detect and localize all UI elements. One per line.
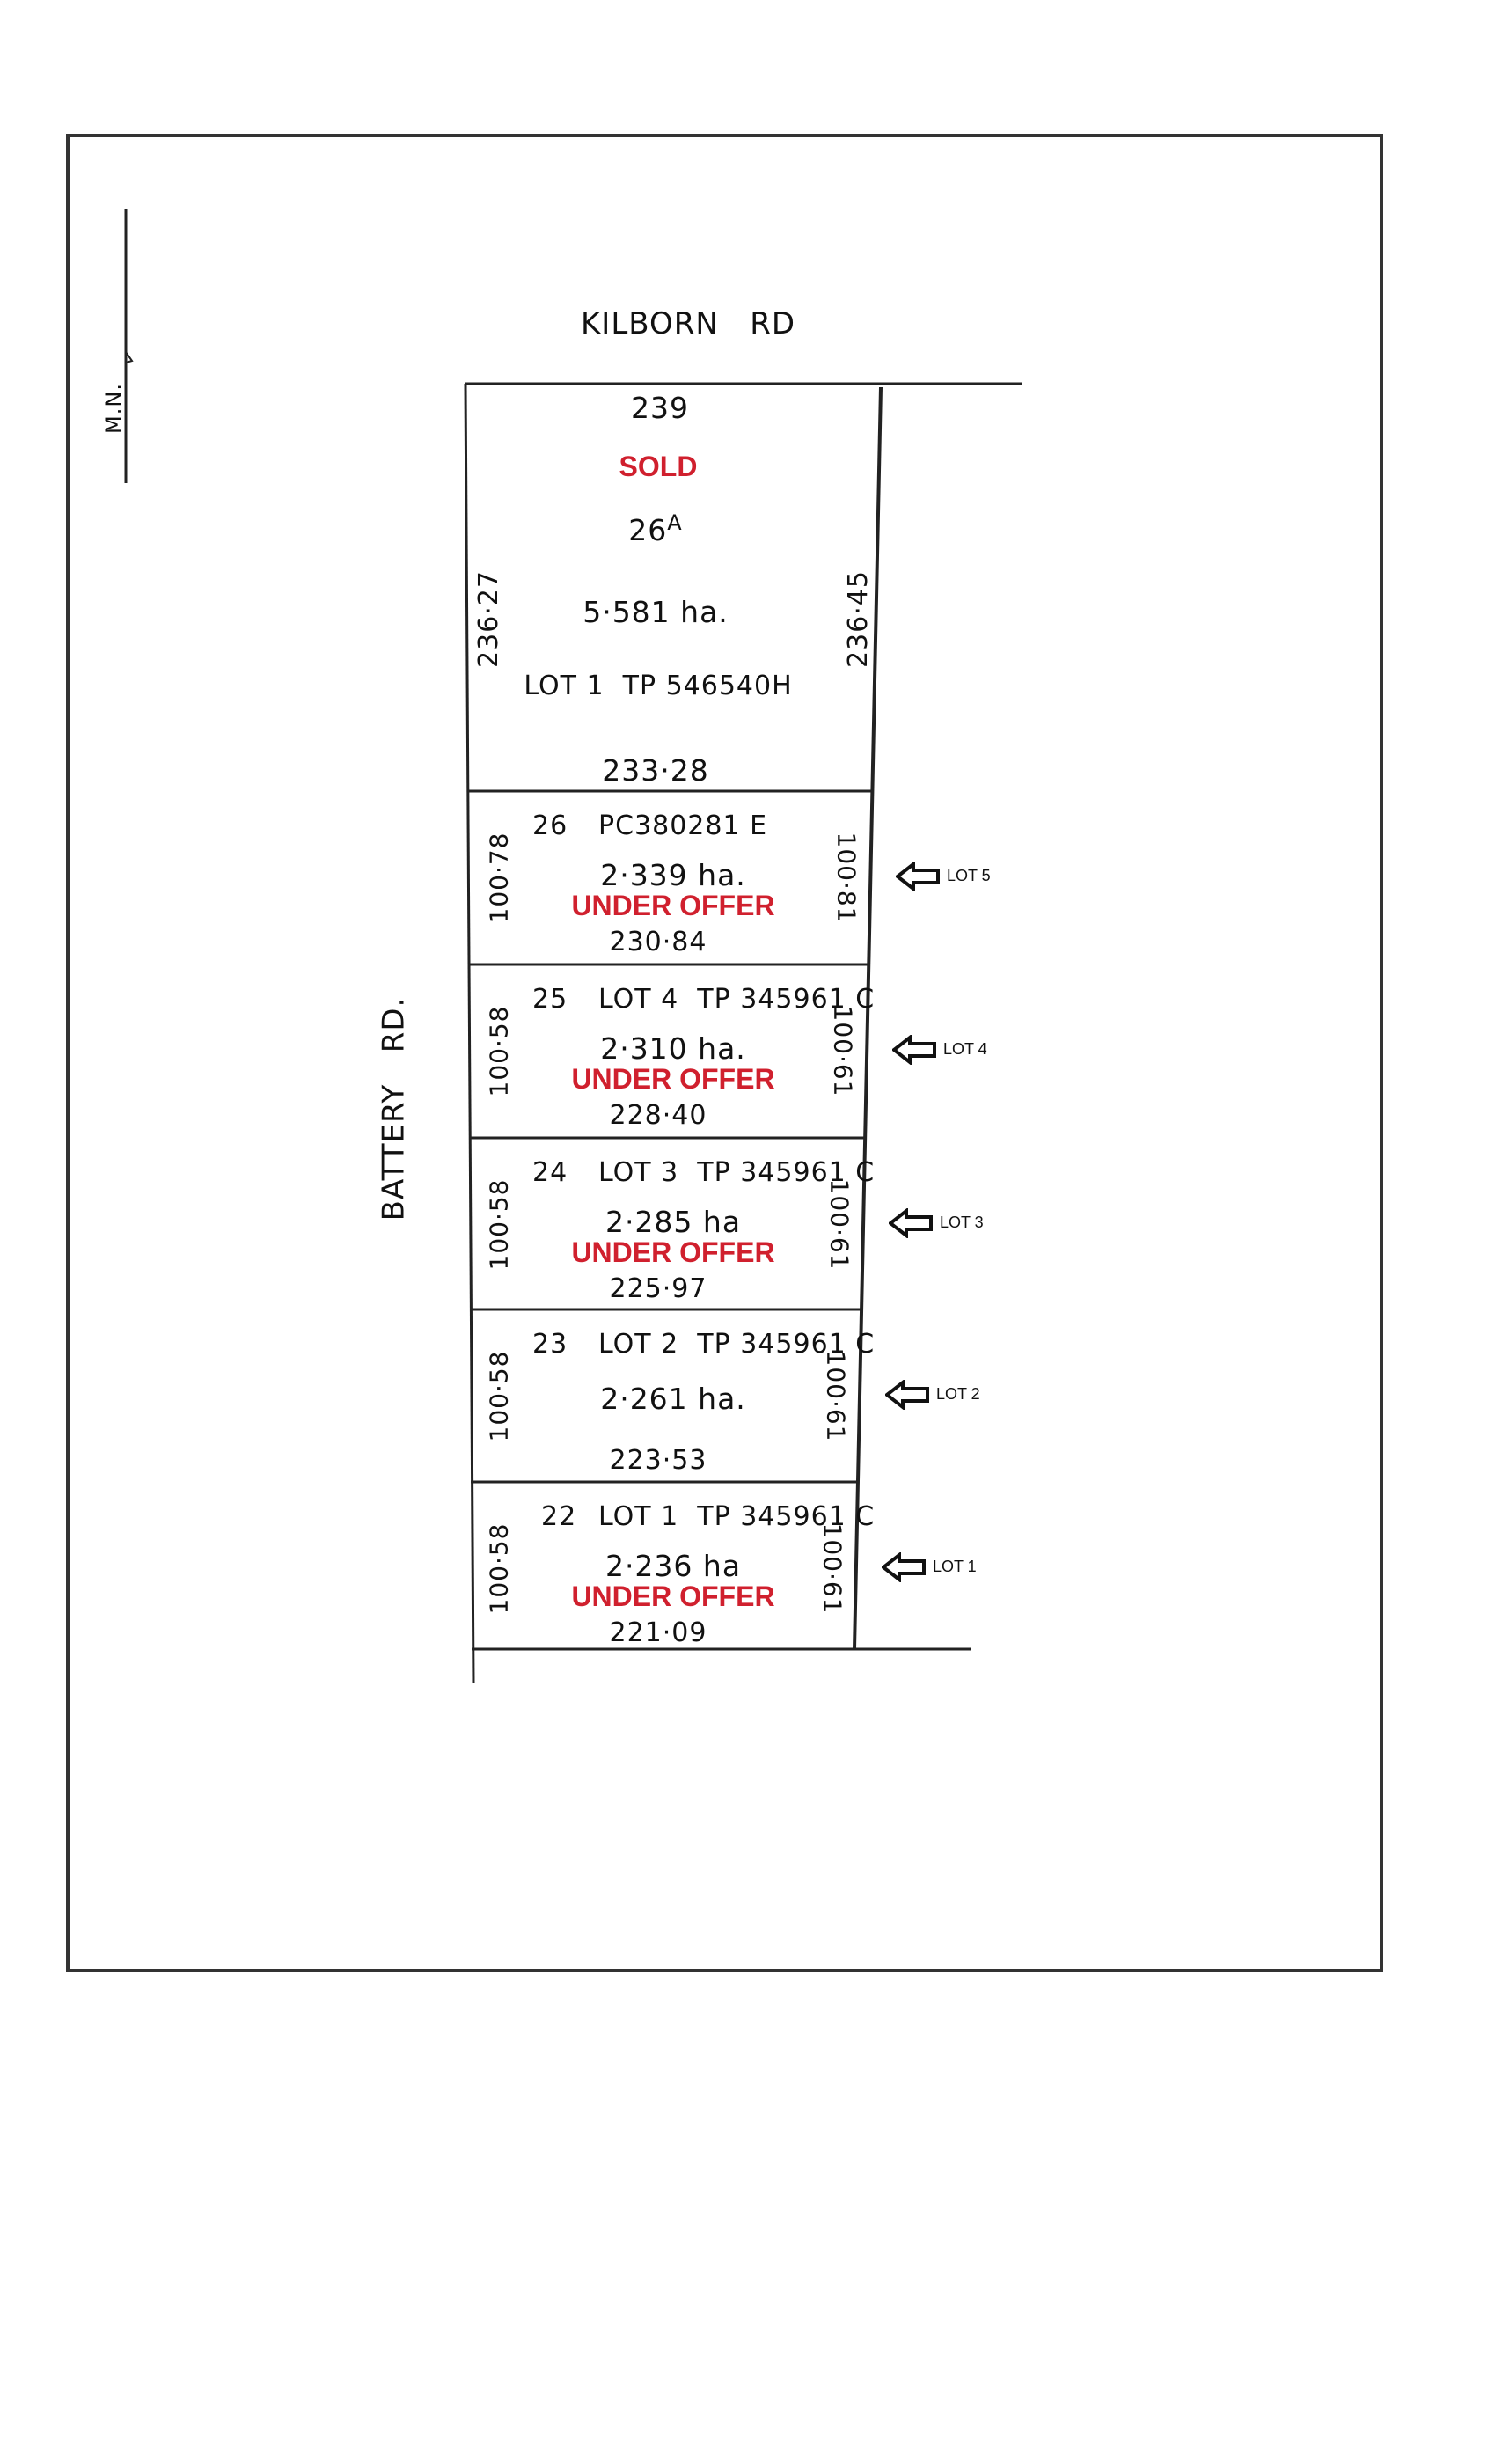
lots-left-boundary [464,383,475,1684]
lot-area: 2·310 ha. [600,1031,746,1066]
lot-row: 22 LOT 1 TP 345961 C 2·236 ha UNDER OFFE… [0,1482,1495,1654]
arrow-left-icon [885,1380,929,1410]
lot-title: LOT 1 TP 345961 C [598,1501,876,1532]
lot-status: UNDER OFFER [571,1063,775,1095]
lot-title: PC380281 E [598,810,768,841]
lot-left-side: 100·58 [484,1005,514,1097]
lot-number: 25 [532,984,568,1015]
lot-number: 26 [532,810,568,841]
kilborn-road-label: KILBORN RD [581,306,796,341]
lot-row: 26 PC380281 E 2·339 ha. UNDER OFFER 230·… [0,791,1495,963]
north-marker-label: M.N. [100,383,126,434]
lot-arrow-label: LOT 4 [943,1040,987,1058]
lot-arrow-label: LOT 1 [933,1558,977,1575]
lot-arrow-label: LOT 3 [940,1214,984,1231]
top-lot-right-side: 236·45 [842,570,874,668]
lot-title: LOT 3 TP 345961 C [598,1157,876,1188]
lot-right-side: 100·81 [832,832,861,924]
lot-right-side: 100·61 [824,1178,854,1271]
top-lot-status: SOLD [619,451,698,482]
top-lot-area: 5·581 ha. [583,595,729,629]
lot-row: 25 LOT 4 TP 345961 C 2·310 ha. UNDER OFF… [0,964,1495,1136]
lot-row: 24 LOT 3 TP 345961 C 2·285 ha UNDER OFFE… [0,1138,1495,1309]
lot-left-side: 100·58 [484,1350,514,1442]
arrow-left-icon [892,1035,936,1065]
lot-rear: 225·97 [609,1273,707,1304]
north-arrow-icon [125,351,134,363]
lot-area: 2·236 ha [605,1549,742,1583]
lot-number: 26 [628,513,668,547]
top-lot-number: 26A [628,510,682,547]
lot-arrow-label: LOT 5 [947,867,991,884]
page-frame [66,134,1383,1972]
lot-row: 23 LOT 2 TP 345961 C 2·261 ha. 223·53 10… [0,1309,1495,1481]
lot-title: LOT 2 TP 345961 C [598,1329,876,1360]
lot-rear: 221·09 [609,1617,707,1648]
top-lot-frontage: 239 [631,391,689,425]
lot-right-side: 100·61 [821,1350,851,1442]
top-lot-rear: 233·28 [602,753,709,788]
lot-rear: 230·84 [609,927,707,957]
lot-left-side: 100·58 [484,1178,514,1271]
top-lot-left-side: 236·27 [473,570,504,668]
lot-status: UNDER OFFER [571,1580,775,1612]
lot-right-side: 100·61 [817,1522,847,1615]
top-lot-title: LOT 1 TP 546540H [524,671,793,701]
lot-number-suffix: A [667,510,683,535]
lot-number: 22 [541,1501,577,1532]
lots-right-boundary [853,386,883,1650]
arrow-left-icon [882,1552,926,1582]
arrow-left-icon [889,1208,933,1238]
lot-area: 2·261 ha. [600,1382,746,1416]
lot-status: UNDER OFFER [571,1236,775,1268]
lot-status: UNDER OFFER [571,890,775,921]
lot-left-side: 100·58 [484,1522,514,1615]
lot-title: LOT 4 TP 345961 C [598,984,876,1015]
lot-rear: 228·40 [609,1100,707,1131]
lot-left-side: 100·78 [484,832,514,924]
lot-area: 2·285 ha [605,1205,742,1239]
lot-number: 23 [532,1329,568,1360]
lot-right-side: 100·61 [828,1005,858,1097]
lot-area: 2·339 ha. [600,858,746,892]
lot-arrow-label: LOT 2 [936,1385,980,1403]
lot-number: 24 [532,1157,568,1188]
arrow-left-icon [896,862,940,891]
lot-rear: 223·53 [609,1445,707,1476]
